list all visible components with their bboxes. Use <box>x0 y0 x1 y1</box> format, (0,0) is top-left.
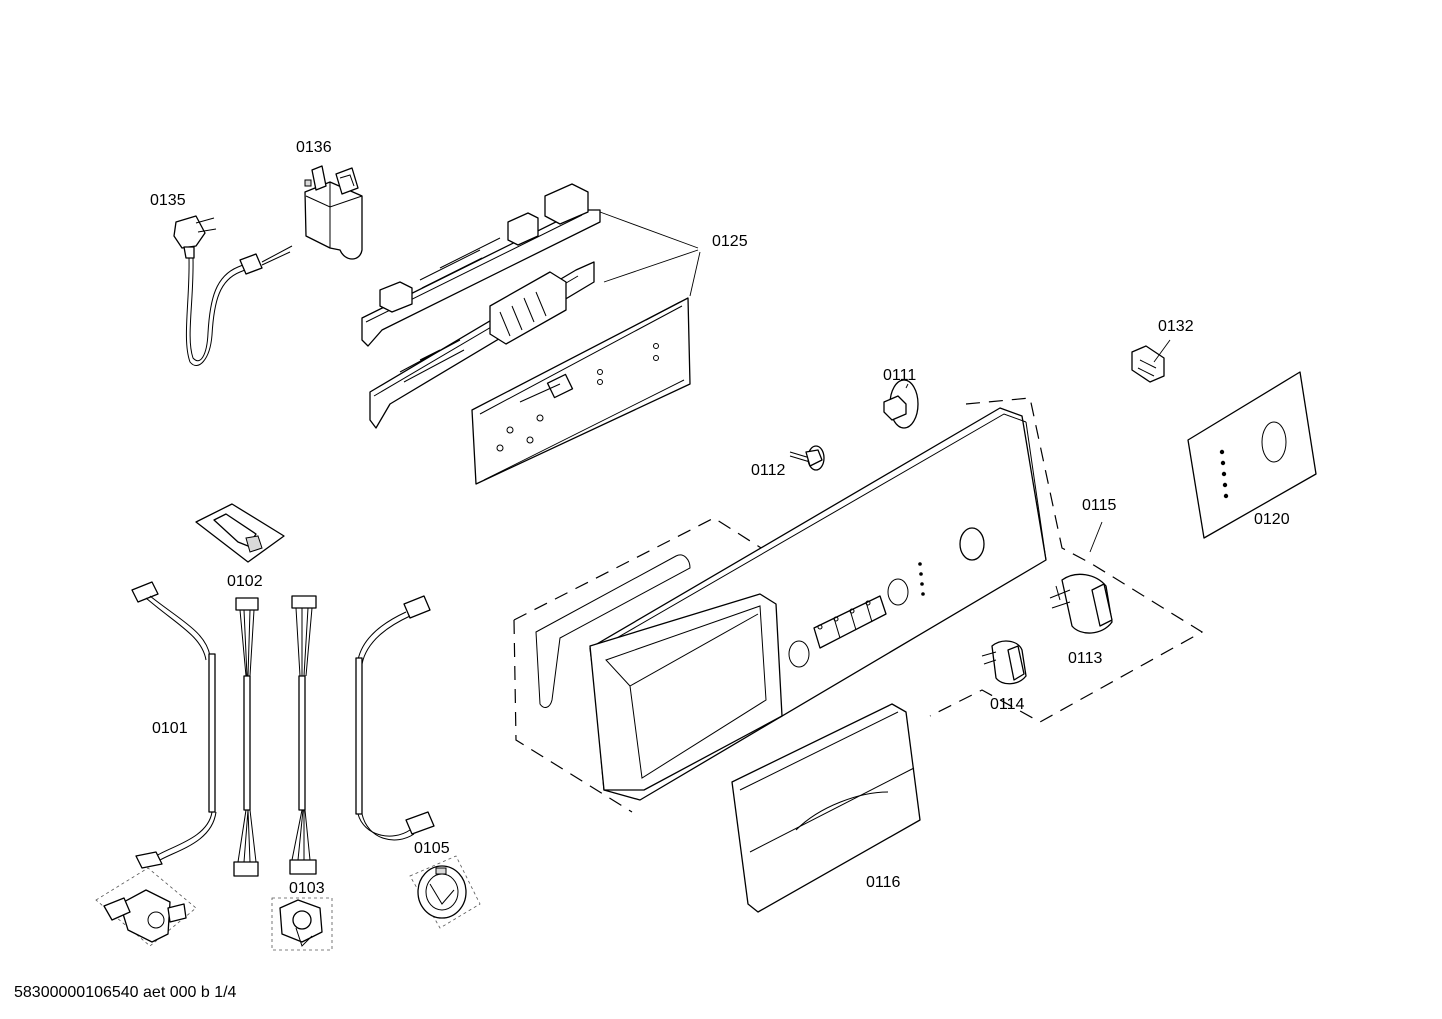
assembly-outline <box>513 397 1204 813</box>
fascia-panel-drawing <box>535 407 1047 801</box>
part-label-0136: 0136 <box>296 139 332 156</box>
part-label-0132: 0132 <box>1158 318 1194 335</box>
pressure-switch-drawing <box>409 855 481 929</box>
part-label-0112: 0112 <box>751 462 786 479</box>
pin-drawing <box>789 445 825 471</box>
control-module-drawing <box>361 183 701 485</box>
bracket-drawing <box>1131 339 1171 383</box>
part-label-0113: 0113 <box>1068 650 1103 667</box>
part-labels: 0136 0135 0125 0132 0111 0112 0115 0120 … <box>150 139 1290 897</box>
drawer-handle-drawing <box>731 703 921 913</box>
wiring-harness-drawing <box>131 581 435 877</box>
suppressor-drawing <box>304 165 363 260</box>
drain-pump-drawing <box>95 867 197 947</box>
part-label-0135: 0135 <box>150 192 186 209</box>
part-label-0102: 0102 <box>227 573 263 590</box>
part-label-0116: 0116 <box>866 874 901 891</box>
power-cord-drawing <box>173 215 293 367</box>
label-sheet-drawing <box>1187 371 1317 539</box>
temperature-knob-drawing <box>981 640 1027 685</box>
part-label-0114: 0114 <box>990 696 1025 713</box>
knob-insert-drawing <box>883 379 919 429</box>
program-knob-drawing <box>1049 573 1113 634</box>
part-label-0111: 0111 <box>883 367 916 384</box>
part-label-0120: 0120 <box>1254 511 1290 528</box>
part-label-0103: 0103 <box>289 880 325 897</box>
part-label-0115: 0115 <box>1082 497 1117 514</box>
drawing-reference-number: 58300000106540 aet 000 b 1/4 <box>14 984 237 1001</box>
sensor-drawing <box>195 503 285 563</box>
part-label-0125: 0125 <box>712 233 748 250</box>
part-label-0101: 0101 <box>152 720 188 737</box>
valve-drawing <box>271 897 333 951</box>
part-label-0105: 0105 <box>414 840 450 857</box>
